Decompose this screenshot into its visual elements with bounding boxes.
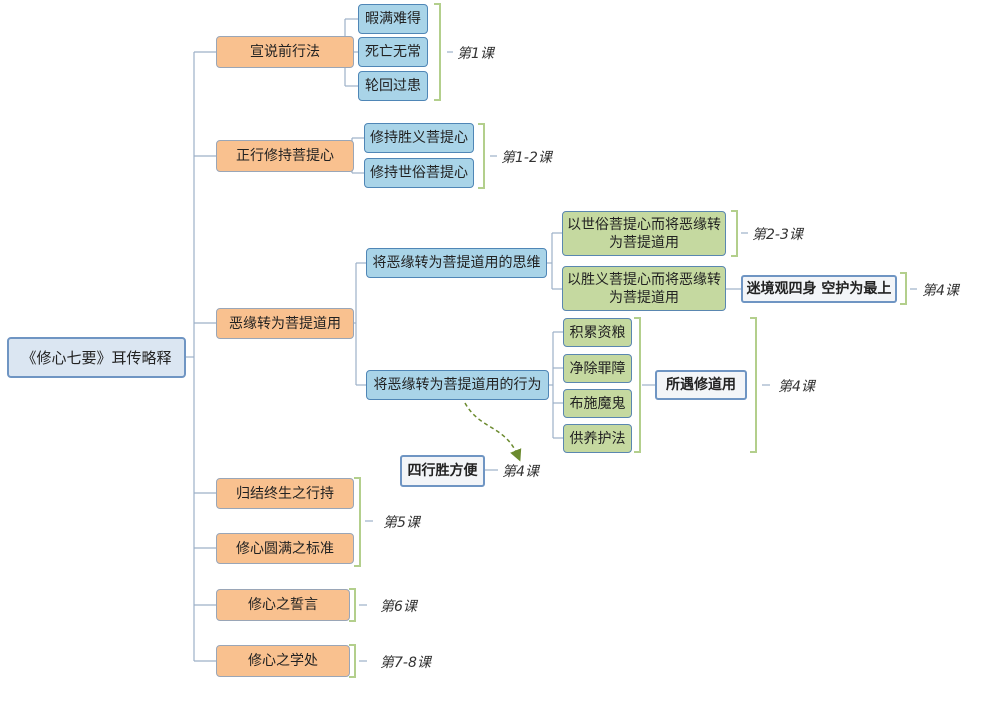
leaf-offer-to-demons[interactable]: 布施魔鬼 xyxy=(563,389,632,418)
leaf-ultimate-transform[interactable]: 以胜义菩提心而将恶缘转为菩提道用 xyxy=(562,266,726,311)
branch-accomplishment-standard[interactable]: 修心圆满之标准 xyxy=(216,533,354,564)
note-lesson-6: 第6课 xyxy=(380,599,417,615)
detail-four-kayas[interactable]: 迷境观四身 空护为最上 xyxy=(741,275,897,303)
leaf-accumulate-merit[interactable]: 积累资粮 xyxy=(563,318,632,347)
note-lesson-7-8: 第7-8课 xyxy=(380,655,431,671)
node-action[interactable]: 将恶缘转为菩提道用的行为 xyxy=(366,370,549,400)
branch-lifetime-practice[interactable]: 归结终生之行持 xyxy=(216,478,354,509)
extra-four-practices[interactable]: 四行胜方便 xyxy=(400,455,485,487)
branch-preliminaries[interactable]: 宣说前行法 xyxy=(216,36,354,68)
note-lesson-4-b: 第4课 xyxy=(778,379,815,395)
leaf-purify-obscurations[interactable]: 净除罪障 xyxy=(563,354,632,383)
root-node[interactable]: 《修心七要》耳传略释 xyxy=(7,337,186,378)
leaf-precious-human-birth[interactable]: 暇满难得 xyxy=(358,4,428,34)
note-lesson-2-3: 第2-3课 xyxy=(752,227,803,243)
leaf-impermanence[interactable]: 死亡无常 xyxy=(358,37,428,67)
note-lesson-4-a: 第4课 xyxy=(922,283,959,299)
leaf-relative-bodhicitta[interactable]: 修持世俗菩提心 xyxy=(364,158,474,188)
branch-adversity-to-path[interactable]: 恶缘转为菩提道用 xyxy=(216,308,354,339)
note-lesson-4-c: 第4课 xyxy=(502,464,539,480)
summary-encounter-path[interactable]: 所遇修道用 xyxy=(655,370,747,400)
leaf-ultimate-bodhicitta[interactable]: 修持胜义菩提心 xyxy=(364,123,474,153)
note-lesson-5: 第5课 xyxy=(383,515,420,531)
branch-precepts[interactable]: 修心之学处 xyxy=(216,645,350,677)
leaf-relative-transform[interactable]: 以世俗菩提心而将恶缘转为菩提道用 xyxy=(562,211,726,256)
branch-commitments[interactable]: 修心之誓言 xyxy=(216,589,350,621)
node-thought[interactable]: 将恶缘转为菩提道用的思维 xyxy=(366,248,547,278)
note-lesson-1-2: 第1-2课 xyxy=(501,150,552,166)
leaf-offer-to-protectors[interactable]: 供养护法 xyxy=(563,424,632,453)
note-lesson-1: 第1课 xyxy=(457,46,494,62)
leaf-samsara-faults[interactable]: 轮回过患 xyxy=(358,71,428,101)
branch-main-practice[interactable]: 正行修持菩提心 xyxy=(216,140,354,172)
